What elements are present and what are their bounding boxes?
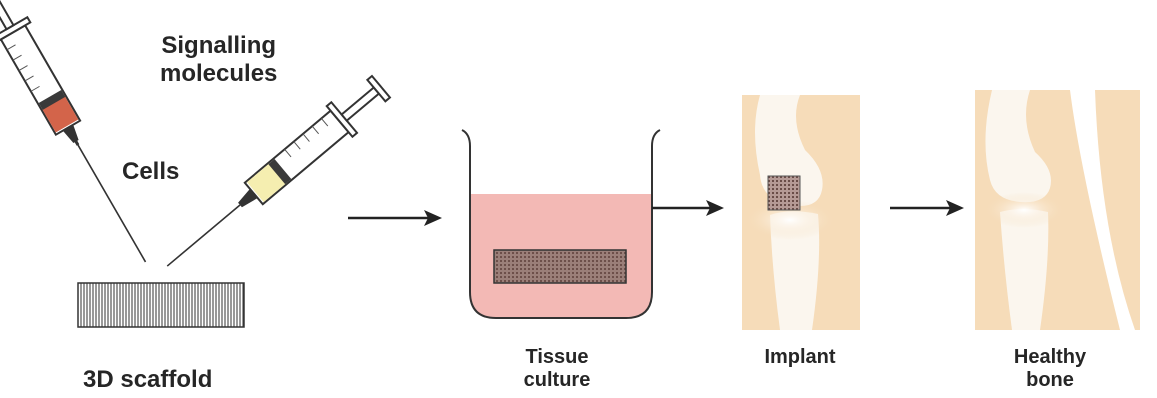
implant-label: Implant xyxy=(755,346,845,369)
culture-beaker xyxy=(462,130,660,318)
arrow-to-culture xyxy=(348,210,442,226)
implant-knee xyxy=(742,95,860,330)
implant-graft xyxy=(768,176,800,210)
scaffold-in-culture xyxy=(494,250,626,283)
tissue-culture-label: Tissue culture xyxy=(502,346,612,392)
scaffold-block xyxy=(78,283,244,327)
arrow-to-healthy xyxy=(890,200,964,216)
arrow-to-implant xyxy=(652,200,724,216)
scaffold-label: 3D scaffold xyxy=(83,366,212,394)
signalling-molecules-label: Signalling molecules xyxy=(160,32,277,87)
healthy-knee xyxy=(975,90,1140,330)
cells-label: Cells xyxy=(122,158,179,186)
cells-syringe xyxy=(0,0,163,272)
healthy-bone-label: Healthy bone xyxy=(1005,346,1095,392)
signalling-syringe xyxy=(154,71,393,281)
